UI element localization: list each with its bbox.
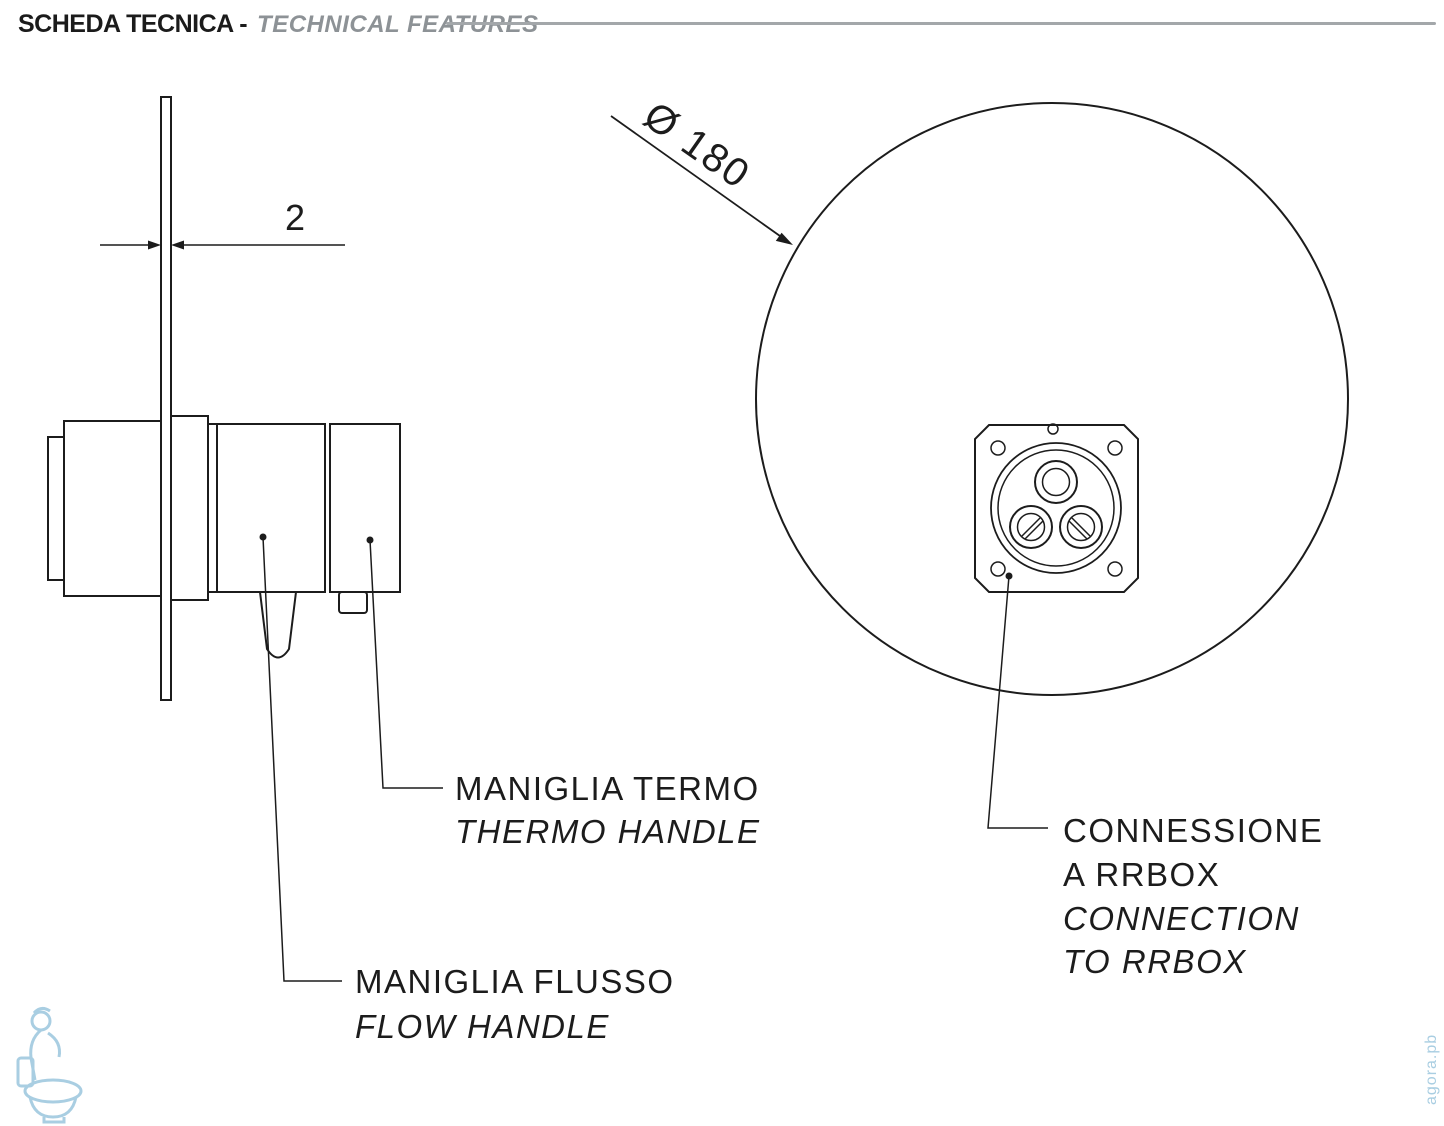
cartridge-outer-circle	[990, 442, 1122, 574]
flange-screw-hole	[1107, 440, 1123, 456]
port-top-outer	[1034, 460, 1078, 504]
header-rule	[446, 22, 1436, 25]
flow-leader-line	[262, 536, 342, 982]
port-top-inner	[1041, 467, 1071, 497]
connection-label-en-2: TO RRBOX	[1063, 943, 1247, 980]
thermo-handle-label-it: MANIGLIA TERMO	[455, 770, 760, 807]
plate-thickness-value: 2	[285, 197, 305, 238]
flow-handle-label-en: FLOW HANDLE	[355, 1008, 610, 1045]
valve-left-body	[63, 420, 162, 597]
port-right-inner	[1066, 512, 1096, 542]
site-watermark: agora.pb	[1423, 1034, 1440, 1105]
flow-handle-body	[207, 423, 326, 593]
plate-thickness-dimension: 2	[100, 197, 345, 250]
port-right-outer	[1059, 505, 1103, 549]
escutcheon-circle	[755, 102, 1349, 696]
valve-left-cap	[47, 436, 65, 581]
thermo-handle-label-en: THERMO HANDLE	[455, 813, 761, 850]
dimension-arrow-left	[148, 240, 161, 250]
connection-label-it-2: A RRBOX	[1063, 856, 1220, 893]
dimension-arrow-right	[171, 240, 184, 250]
flange-screw-hole	[1107, 561, 1123, 577]
flange-screw-hole	[990, 561, 1006, 577]
thermo-handle-body	[329, 423, 401, 593]
cartridge-inner-circle	[997, 449, 1115, 567]
flow-lever	[259, 591, 297, 659]
port-left-outer	[1009, 505, 1053, 549]
side-view-leaders	[259, 533, 443, 982]
thermo-leader-line	[369, 539, 443, 789]
diameter-arrowhead	[775, 232, 793, 245]
plumber-watermark-icon	[16, 1006, 83, 1124]
rrbox-flange	[974, 424, 1139, 593]
alignment-hole	[1047, 423, 1059, 435]
header: SCHEDA TECNICA -TECHNICAL FEATURES	[18, 10, 1438, 44]
connection-label-it-1: CONNESSIONE	[1063, 812, 1323, 849]
diameter-dimension: Ø 180	[610, 94, 793, 245]
page-title-primary: SCHEDA TECNICA -	[18, 10, 248, 38]
connection-leader-line	[987, 575, 1048, 829]
connection-leader	[987, 572, 1048, 829]
connection-label-en-1: CONNECTION	[1063, 900, 1300, 937]
side-view	[47, 96, 401, 701]
thermo-stub	[338, 591, 368, 614]
wall-plate	[160, 96, 172, 701]
flange-screw-hole	[990, 440, 1006, 456]
valve-flange	[170, 415, 209, 601]
flow-handle-label-it: MANIGLIA FLUSSO	[355, 963, 675, 1000]
port-left-inner	[1016, 512, 1046, 542]
front-view	[755, 102, 1349, 696]
